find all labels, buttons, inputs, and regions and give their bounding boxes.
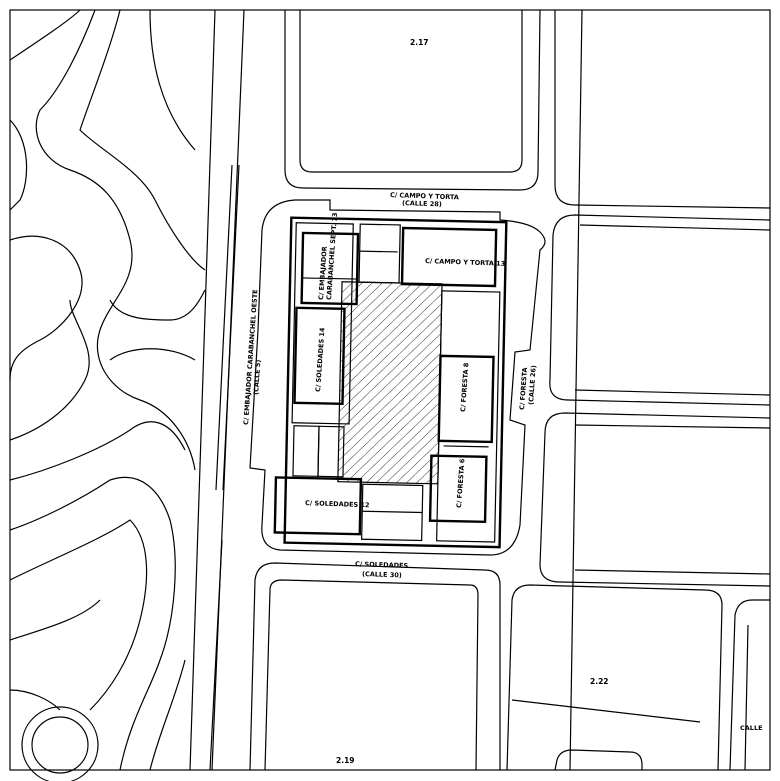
hatched-courtyard	[337, 281, 443, 485]
park-paths	[9, 9, 206, 781]
central-block-curb	[249, 199, 546, 556]
street-code-embajador: (CALLE 5)	[252, 359, 262, 395]
bottom-blocks	[249, 562, 770, 771]
street-code-campo-y-torta: (CALLE 28)	[402, 199, 442, 208]
avenue-lines	[189, 9, 245, 771]
lot-number-2-19: 2.19	[336, 756, 355, 765]
central-block	[273, 216, 508, 549]
building-label-embajador-13-b: CARABANCHEL SEPT. 13	[325, 212, 339, 300]
lot-number-2-22: 2.22	[590, 677, 609, 686]
building-label-foresta-6: C/ FORESTA 6	[455, 458, 466, 508]
drawing-frame	[9, 9, 771, 771]
building-label-foresta-8: C/ FORESTA 8	[459, 362, 470, 412]
street-code-soledades: (CALLE 30)	[362, 570, 402, 579]
building-label-campo-y-torta-13: C/ CAMPO Y TORTA 13	[425, 257, 505, 268]
block-2-17	[284, 9, 771, 209]
street-label-right-edge: CALLE	[740, 724, 763, 732]
building-label-soledades-14: C/ SOLEDADES 14	[314, 327, 327, 392]
lot-number-2-17: 2.17	[410, 38, 429, 47]
street-label-foresta: C/ FORESTA	[518, 367, 529, 410]
building-label-embajador-13-a: C/ EMBAJADOR	[317, 246, 329, 300]
building-label-soledades-12: C/ SOLEDADES 12	[305, 499, 370, 509]
street-label-campo-y-torta: C/ CAMPO Y TORTA	[390, 191, 459, 201]
street-label-soledades: C/ SOLEDADES	[355, 560, 409, 570]
street-code-foresta: (CALLE 26)	[527, 365, 538, 405]
right-blocks	[539, 9, 771, 771]
